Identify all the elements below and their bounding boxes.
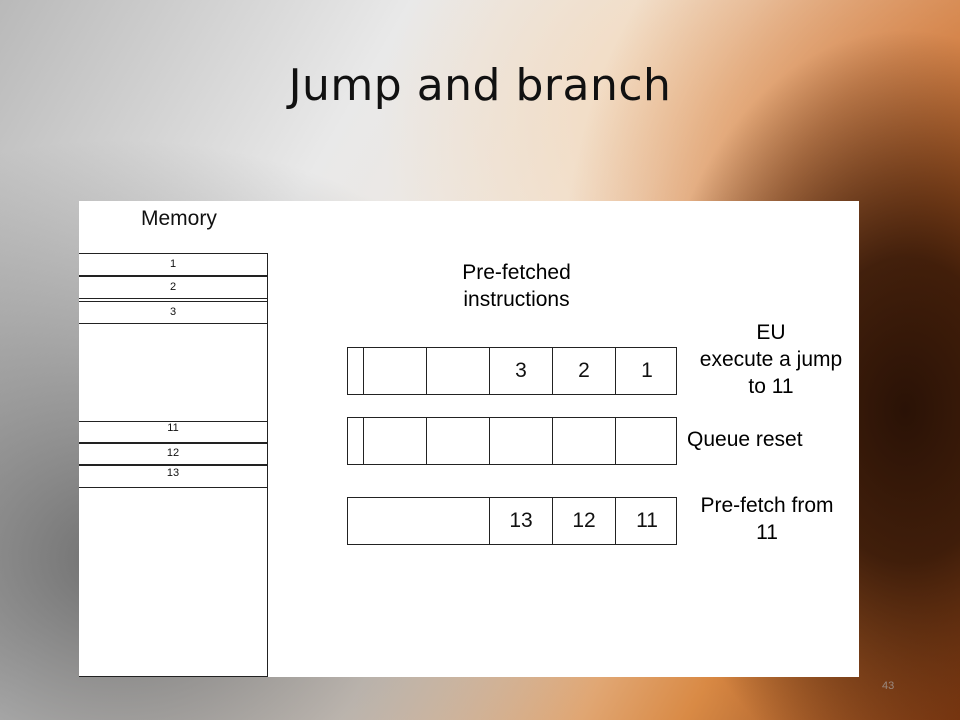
memory-cell-3: 3 <box>79 301 268 324</box>
prefetch-label-line-1: Pre-fetched <box>462 261 571 284</box>
queue-execute-jump: 3 2 1 <box>347 347 677 395</box>
memory-title: Memory <box>141 207 217 230</box>
prefetch-label: Pre-fetched instructions <box>429 259 604 313</box>
memory-cell-11: 11 <box>79 421 268 444</box>
queue-slot <box>363 418 426 464</box>
label-queue-reset: Queue reset <box>687 426 837 453</box>
queue-slot <box>426 348 489 394</box>
queue-slot: 1 <box>615 348 678 394</box>
label-eu-execute-jump: EU execute a jump to 11 <box>683 319 859 400</box>
queue-slot <box>615 418 678 464</box>
queue-slot <box>552 418 615 464</box>
queue-reset <box>347 417 677 465</box>
label-line: to 11 <box>748 375 794 398</box>
prefetch-label-line-2: instructions <box>463 288 570 311</box>
queue-slot: 12 <box>552 498 615 544</box>
queue-slot <box>348 498 489 544</box>
queue-slot <box>363 348 426 394</box>
memory-cell-2: 2 <box>79 276 268 299</box>
label-line: execute a jump <box>699 348 843 371</box>
queue-slot: 13 <box>489 498 552 544</box>
label-line: 11 <box>756 521 778 544</box>
queue-slot: 3 <box>489 348 552 394</box>
queue-slot <box>426 418 489 464</box>
queue-slot <box>489 418 552 464</box>
slide-title: Jump and branch <box>288 60 672 111</box>
memory-cell-13: 13 <box>79 465 268 488</box>
memory-cell-1: 1 <box>79 253 268 276</box>
page-number: 43 <box>882 680 895 692</box>
label-line: Queue reset <box>687 428 803 451</box>
label-prefetch-from-11: Pre-fetch from 11 <box>683 492 851 546</box>
queue-prefetch-from-11: 13 12 11 <box>347 497 677 545</box>
queue-slot: 2 <box>552 348 615 394</box>
queue-slot <box>348 418 363 464</box>
queue-slot <box>348 348 363 394</box>
memory-cell-12: 12 <box>79 442 268 465</box>
label-line: EU <box>756 321 786 344</box>
queue-slot: 11 <box>615 498 678 544</box>
label-line: Pre-fetch from <box>700 494 834 517</box>
diagram-panel: Memory 1 2 3 11 12 13 Pre-fetched instru… <box>79 201 859 677</box>
